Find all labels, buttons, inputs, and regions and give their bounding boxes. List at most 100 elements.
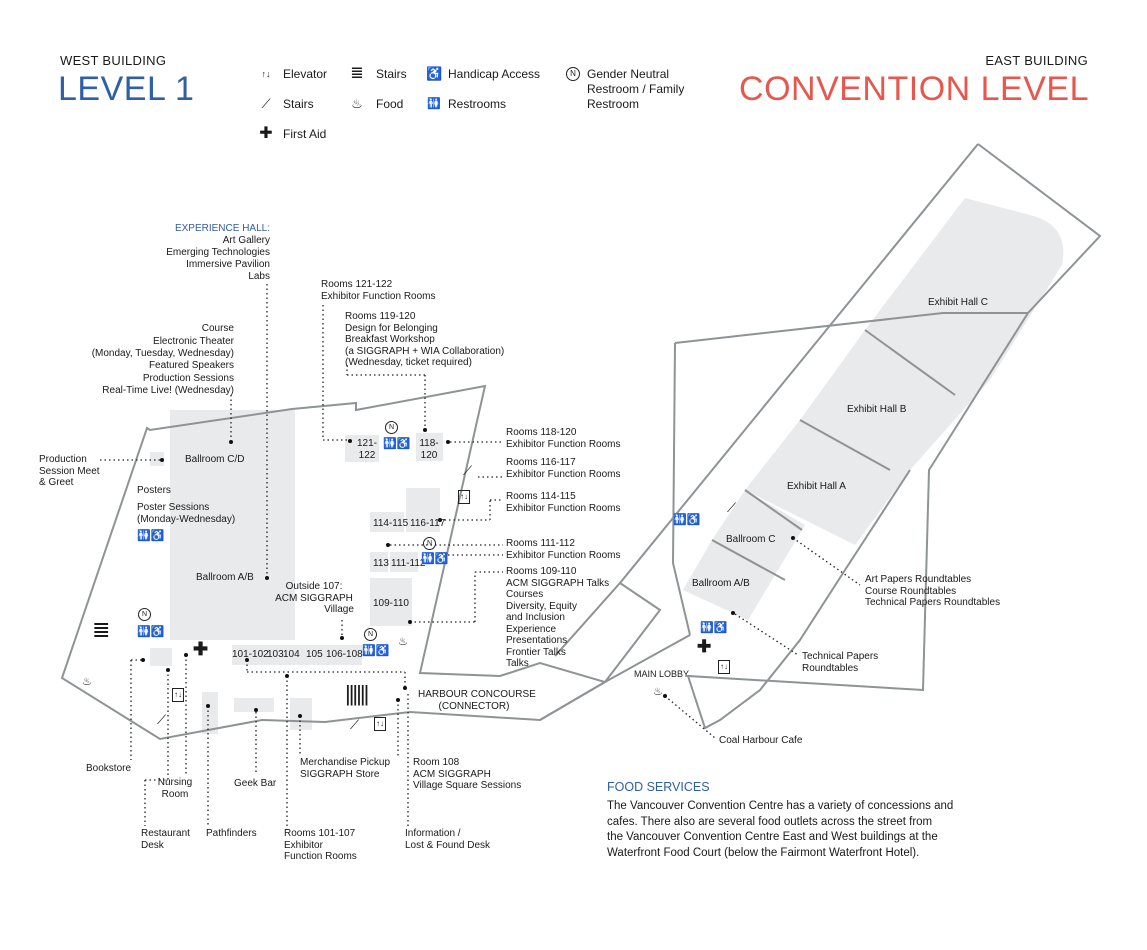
food-icon: ♨ (351, 96, 363, 111)
food-services-text: The Vancouver Convention Centre has a va… (607, 799, 953, 861)
rooms-101-107-line: Function Rooms (284, 851, 357, 862)
experience-hall-item: Labs (248, 271, 270, 282)
rooms-119-120-label: Rooms 119-120 Design for Belonging Break… (345, 311, 504, 369)
bookstore-area (150, 648, 172, 666)
room-118-120-area (416, 433, 443, 461)
gender-neutral-icon: N (566, 67, 580, 81)
room-104-map-label: 104 (283, 649, 300, 660)
experience-hall-item: Art Gallery (222, 235, 270, 246)
gender-neutral-icon: N (385, 421, 398, 434)
legend-food-label: Food (376, 97, 404, 111)
rooms-118-120-subtitle: Exhibitor Function Rooms (506, 438, 621, 450)
hall-dividers (711, 329, 956, 581)
food-services-line: Waterfront Food Court (below the Fairmon… (607, 846, 920, 859)
harbour-concourse-outline (539, 581, 691, 721)
rooms-109-110-line: ACM SIGGRAPH Talks (506, 577, 610, 589)
room-121-122-map-label: 121- 122 (354, 438, 380, 461)
rooms-109-110-line: Presentations (506, 635, 568, 646)
ballroom-c-label: Ballroom C (726, 534, 776, 545)
production-meet-line: Session Meet (39, 465, 100, 477)
rooms-116-117-subtitle: Exhibitor Function Rooms (506, 468, 621, 480)
food-services-line: cafes. There also are several food outle… (607, 815, 933, 828)
ballroom-ab-west-label: Ballroom A/B (196, 572, 254, 583)
posters-label: Posters (137, 485, 171, 496)
room-113-area (370, 552, 388, 572)
nursing-room-label: Nursing Room (152, 777, 198, 800)
legend-stairs-label: Stairs (283, 97, 314, 111)
poster-sessions-line: Poster Sessions (137, 502, 210, 513)
nursing-room-line: Nursing (157, 777, 193, 788)
handicap-icon: ♿ (426, 66, 443, 81)
main-lobby-label: MAIN LOBBY (634, 669, 690, 679)
experience-hall-area (170, 410, 295, 640)
rooms-119-120-line: Design for Belonging (345, 322, 438, 334)
roundtables-label: Art Papers Roundtables Course Roundtable… (865, 574, 1000, 609)
escalator-icon: ⟋ (727, 500, 737, 515)
harbour-concourse-label: HARBOUR CONCOURSE (CONNECTOR) (418, 689, 536, 712)
production-meet-line: & Greet (39, 477, 74, 488)
stairs-icon: ≣ (92, 617, 111, 642)
ballroom-cd-use: Real-Time Live! (Wednesday) (102, 385, 234, 396)
ballroom-cd-use: Production Sessions (142, 373, 234, 384)
room-109-110-map-label: 109-110 (373, 598, 409, 609)
ballroom-cd-use: Electronic Theater (153, 336, 234, 347)
restaurant-area (202, 692, 218, 734)
poster-sessions-line: (Monday-Wednesday) (137, 513, 236, 525)
room-105-map-label: 105 (306, 649, 323, 660)
food-icon: ♨ (398, 636, 408, 648)
rooms-109-110-line: and Inclusion (506, 612, 565, 623)
room-114-115-area (370, 512, 404, 532)
restroom-icon: 🚻 (427, 98, 441, 110)
outside-107-line: Village (324, 604, 354, 615)
elevator-icon: ↑↓ (172, 688, 184, 702)
ballroom-cd-use: Course (201, 323, 234, 334)
escalator-icon: ⟋ (350, 717, 360, 732)
roundtables-line: Technical Papers Roundtables (865, 597, 1001, 608)
rooms-109-110-line: Talks (506, 658, 529, 669)
room-113-map-label: 113 (373, 558, 389, 569)
room-108-line: ACM SIGGRAPH (413, 768, 491, 780)
rooms-109-110-line: Frontier Talks (506, 646, 566, 658)
exhibit-hall-a-area (745, 420, 910, 545)
rooms-114-115-title: Rooms 114-115 (506, 491, 576, 502)
west-building-outline (60, 384, 608, 741)
production-meet-line: Production (39, 454, 87, 465)
merch-line: SIGGRAPH Store (300, 768, 380, 780)
room-106-108-map-label: 106-108 (326, 649, 363, 660)
tp-roundtables-line: Roundtables (802, 662, 859, 674)
rooms-118-120-label: Rooms 118-120 Exhibitor Function Rooms (506, 427, 621, 450)
elevator-icon: ↑↓ (261, 69, 271, 79)
ballroom-c-area (712, 490, 805, 575)
elevator-icon: ↑↓ (718, 660, 730, 674)
gender-neutral-icon: N (423, 537, 436, 550)
rooms-116-117-title: Rooms 116-117 (506, 457, 576, 468)
exhibit-hall-a-label: Exhibit Hall A (787, 481, 846, 492)
escalator-icon: ⟋ (157, 712, 167, 727)
info-desk-label: Information / Lost & Found Desk (405, 828, 490, 851)
ballroom-cd-use: Featured Speakers (148, 360, 234, 371)
escalator-icon: ⟋ (463, 463, 473, 478)
outside-107-line: ACM SIGGRAPH (275, 592, 353, 604)
room-103-map-label: 103 (267, 649, 284, 660)
exhibit-hall-b-area (800, 330, 990, 470)
rooms-119-120-line: Breakfast Workshop (345, 334, 435, 345)
elevator-icon: ↑↓ (374, 717, 386, 731)
food-services-title: FOOD SERVICES (607, 780, 710, 794)
rooms-111-112-label: Rooms 111-112 Exhibitor Function Rooms (506, 538, 621, 561)
room-116-117-area (406, 488, 440, 532)
rooms-121-122-subtitle: Exhibitor Function Rooms (321, 290, 436, 302)
west-building-areas (150, 410, 443, 734)
east-building-outline (686, 143, 1102, 730)
exhibit-hall-c-label: Exhibit Hall C (928, 297, 989, 308)
legend-handicap-label: Handicap Access (448, 67, 541, 81)
rooms-101-107-line: Rooms 101-107 (284, 828, 356, 839)
outside-107-label: Outside 107: ACM SIGGRAPH Village (266, 581, 362, 616)
harbour-concourse-line: HARBOUR CONCOURSE (418, 689, 536, 700)
rooms-119-120-line: (Wednesday, ticket required) (345, 357, 472, 368)
restroom-icon: 🚻♿ (421, 553, 449, 565)
ballroom-cd-label: Ballroom C/D (185, 454, 245, 465)
room-number: 122 (358, 449, 376, 461)
first-aid-icon: ✚ (193, 639, 209, 659)
restroom-icon: 🚻♿ (383, 438, 411, 450)
